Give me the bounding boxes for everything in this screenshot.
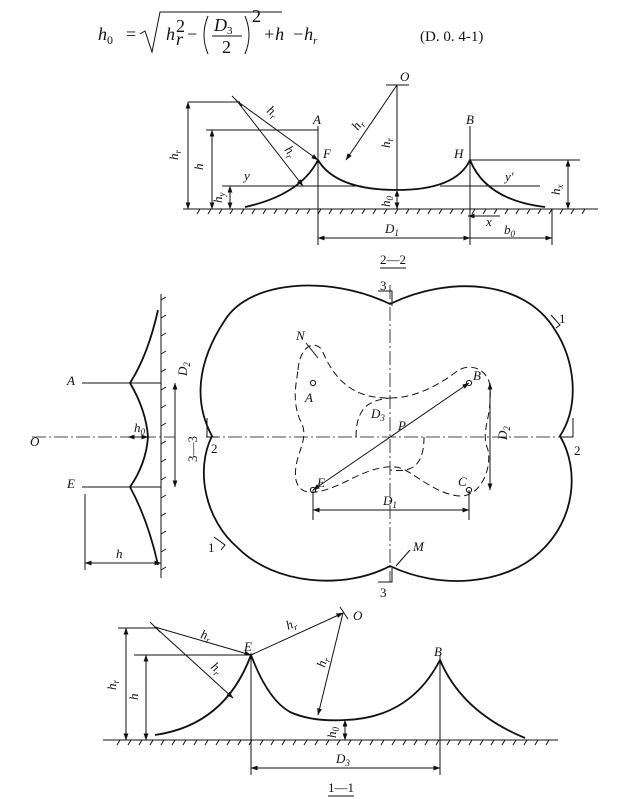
svg-text:A: A bbox=[312, 112, 321, 127]
svg-text:=: = bbox=[126, 24, 136, 44]
svg-text:2: 2 bbox=[252, 6, 261, 26]
plan-view: N A B P E C M D3 D1 D2 3 3 2 2 1 1 bbox=[199, 278, 581, 600]
svg-text:B: B bbox=[434, 644, 442, 659]
svg-text:3: 3 bbox=[380, 585, 387, 600]
section-2-2: O A B F H y y′ x hr h hy hr hr hr hr h0 … bbox=[166, 69, 598, 269]
svg-text:D2: D2 bbox=[175, 362, 192, 377]
svg-text:O: O bbox=[30, 434, 40, 449]
svg-text:1: 1 bbox=[208, 540, 215, 555]
svg-text:H: H bbox=[453, 146, 464, 161]
svg-text:C: C bbox=[458, 474, 467, 489]
svg-text:D3: D3 bbox=[213, 15, 233, 37]
section-1-1: E B O hr h hr hr hr hr h0 D3 1—1 bbox=[103, 606, 558, 797]
svg-text:h: h bbox=[191, 164, 206, 171]
svg-text:E: E bbox=[243, 639, 252, 654]
caption-1-1: 1—1 bbox=[328, 780, 354, 795]
svg-text:−hr: −hr bbox=[292, 24, 318, 47]
svg-text:B: B bbox=[473, 368, 481, 383]
svg-text:x: x bbox=[485, 214, 492, 229]
svg-text:A: A bbox=[304, 390, 313, 405]
svg-text:D3: D3 bbox=[370, 406, 385, 423]
svg-text:hr: hr bbox=[313, 655, 332, 669]
svg-text:B: B bbox=[466, 112, 474, 127]
svg-text:y′: y′ bbox=[503, 169, 514, 184]
svg-text:N: N bbox=[295, 328, 306, 343]
svg-text:M: M bbox=[412, 539, 425, 554]
svg-text:1: 1 bbox=[559, 311, 566, 326]
svg-text:hr: hr bbox=[166, 150, 183, 161]
svg-text:O: O bbox=[400, 69, 410, 84]
svg-text:hr: hr bbox=[104, 680, 121, 691]
svg-text:hr: hr bbox=[280, 143, 300, 162]
svg-text:r: r bbox=[176, 29, 184, 49]
caption-2-2: 2—2 bbox=[380, 252, 406, 267]
svg-text:F: F bbox=[322, 146, 332, 161]
svg-text:−: − bbox=[187, 24, 197, 44]
svg-text:h0: h0 bbox=[134, 420, 146, 437]
svg-text:D1: D1 bbox=[382, 493, 397, 510]
svg-text:2: 2 bbox=[222, 37, 231, 57]
svg-text:2: 2 bbox=[211, 441, 218, 456]
svg-text:b0: b0 bbox=[504, 222, 516, 239]
svg-text:D3: D3 bbox=[335, 751, 350, 768]
svg-text:D1: D1 bbox=[384, 221, 399, 238]
svg-text:hy: hy bbox=[210, 193, 227, 204]
formula: h0 = h 2 r − D3 2 2 +h −hr (D. 0. 4-1) bbox=[98, 6, 483, 57]
svg-text:3: 3 bbox=[380, 278, 387, 293]
svg-text:hr: hr bbox=[199, 626, 214, 645]
svg-text:D2: D2 bbox=[495, 426, 512, 441]
svg-text:h: h bbox=[116, 546, 123, 561]
svg-text:hx: hx bbox=[548, 185, 565, 196]
svg-text:2: 2 bbox=[176, 16, 185, 36]
svg-text:h0: h0 bbox=[98, 24, 113, 47]
svg-text:P: P bbox=[397, 418, 406, 433]
svg-text:h0: h0 bbox=[324, 727, 341, 739]
svg-text:h0: h0 bbox=[378, 196, 395, 208]
svg-text:2: 2 bbox=[574, 443, 581, 458]
svg-text:hr: hr bbox=[207, 659, 226, 679]
equation-number: (D. 0. 4-1) bbox=[420, 29, 483, 45]
svg-text:E: E bbox=[66, 476, 75, 491]
svg-text:A: A bbox=[66, 373, 75, 388]
svg-text:hr: hr bbox=[263, 102, 281, 122]
svg-text:h: h bbox=[126, 694, 141, 701]
svg-text:O: O bbox=[353, 608, 363, 623]
svg-text:y: y bbox=[242, 168, 250, 183]
caption-3-3: 3—3 bbox=[185, 436, 200, 462]
svg-text:E: E bbox=[316, 475, 325, 490]
svg-text:hr: hr bbox=[284, 615, 300, 635]
section-3-3: A O E h h0 D2 3—3 bbox=[30, 294, 200, 578]
svg-text:h: h bbox=[166, 24, 175, 44]
svg-text:+h: +h bbox=[263, 24, 284, 44]
svg-text:hr: hr bbox=[378, 138, 395, 149]
